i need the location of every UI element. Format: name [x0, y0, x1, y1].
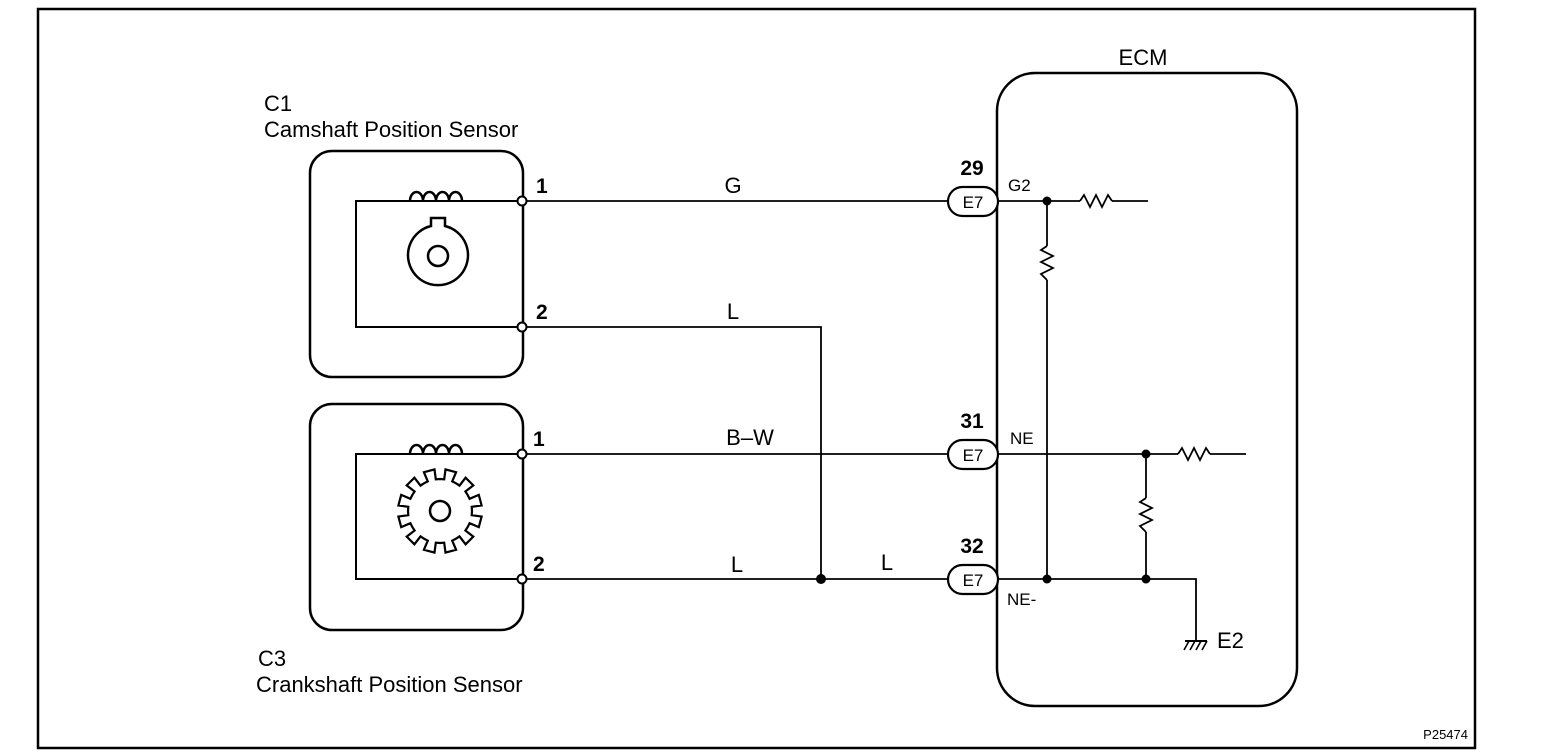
connector-label: E7: [963, 571, 984, 590]
signal-ne-minus: NE-: [1007, 590, 1036, 609]
connector-label: E7: [963, 446, 984, 465]
crank-sensor-code: C3: [258, 646, 286, 671]
coil-icon: [408, 443, 464, 455]
crank-sensor-loop: [355, 453, 519, 580]
crank-pin1-label: 1: [533, 428, 545, 451]
wiring: [526, 200, 948, 584]
crank-reluctor-hub-icon: [428, 499, 452, 523]
resistor-icon: [1038, 245, 1056, 281]
wire-label-cam-l: L: [727, 299, 739, 324]
wire-junction: [816, 574, 826, 584]
wire-label-b-w: B–W: [726, 425, 774, 450]
wire-label-crank-l: L: [731, 552, 743, 577]
crank-sensor-name: Crankshaft Position Sensor: [256, 672, 523, 697]
ecm-title: ECM: [1119, 45, 1168, 70]
diagram-frame: [36, 7, 1477, 750]
coil-icon: [408, 190, 464, 202]
cam-terminal-2: [516, 321, 528, 333]
cam-reluctor-hub-icon: [426, 244, 450, 268]
crank-terminal-2: [516, 573, 528, 585]
ecm-internal-circuit: [998, 192, 1246, 651]
wire-label-g: G: [724, 173, 741, 198]
figure-id: P25474: [1423, 727, 1468, 742]
resistor-icon: [1137, 497, 1155, 533]
ecm-connector-29: E7 29: [946, 157, 1000, 218]
ecm-pin-number: 29: [960, 157, 983, 180]
camshaft-position-sensor: 1 2: [308, 149, 548, 379]
ground-label: E2: [1217, 628, 1244, 653]
ecm-box: [995, 71, 1299, 708]
crank-sensor-body: [308, 402, 525, 632]
signal-g2: G2: [1008, 176, 1031, 195]
cam-sensor-name: Camshaft Position Sensor: [264, 117, 518, 142]
ecm-connector-31: E7 31: [946, 410, 1000, 471]
crank-reluctor-gear-icon: [397, 468, 483, 554]
ground-icon: [1183, 640, 1208, 651]
resistor-icon: [1079, 192, 1113, 210]
cam-reluctor-icon: [406, 216, 470, 287]
cam-sensor-loop: [355, 200, 519, 328]
crank-terminal-1: [516, 448, 528, 460]
ecm-pin-number: 32: [960, 535, 983, 558]
crank-pin2-label: 2: [533, 553, 545, 576]
signal-ne: NE: [1010, 429, 1034, 448]
ecm-connector-32: E7 32: [946, 535, 1000, 596]
ecm-pin-number: 31: [960, 410, 984, 433]
resistor-icon: [1177, 445, 1211, 463]
cam-sensor-body: [308, 149, 525, 379]
wire-label-junction-l: L: [881, 550, 893, 575]
cam-pin2-label: 2: [536, 301, 548, 324]
connector-label: E7: [963, 193, 984, 212]
cam-sensor-code: C1: [264, 91, 292, 116]
wire-cam-l: [526, 326, 822, 579]
cam-terminal-1: [516, 195, 528, 207]
cam-pin1-label: 1: [536, 175, 548, 198]
